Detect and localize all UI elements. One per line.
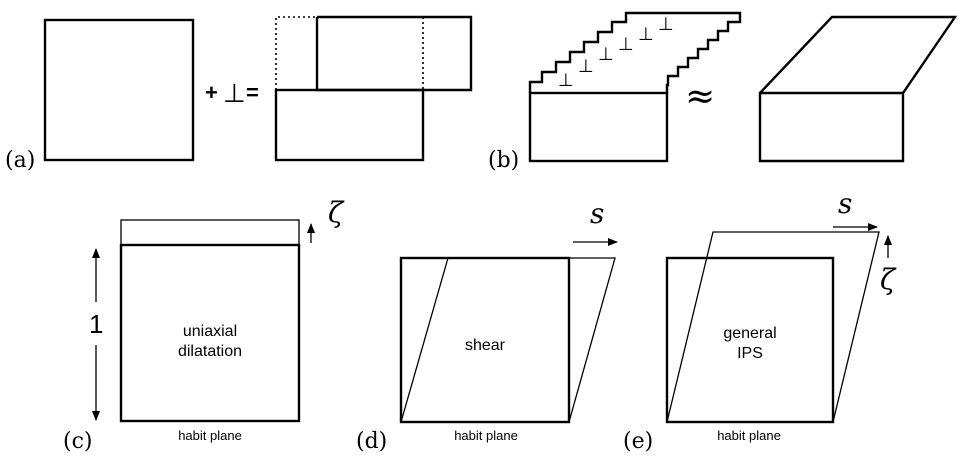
panel-e: (e) s ζ general IPS habit plane: [623, 187, 897, 454]
panel-b-label: (b): [488, 148, 519, 173]
panel-b-dislocation-1: ⊥: [558, 70, 574, 90]
panel-d-s: s: [590, 197, 604, 230]
panel-b-dislocation-6: ⊥: [658, 14, 674, 34]
panel-c-height-label: 1: [89, 309, 103, 339]
panel-d: (d) s shear habit plane: [356, 197, 618, 454]
panel-a-dotted-outline-left: [275, 16, 317, 90]
panel-d-habit-plane: habit plane: [454, 428, 518, 443]
panel-b-dislocation-4: ⊥: [618, 34, 634, 54]
panel-a-crystal-square: [43, 18, 195, 162]
panel-e-zeta: ζ: [880, 263, 897, 296]
panel-a-equals: =: [246, 80, 259, 105]
panel-b-dislocation-2: ⊥: [578, 56, 594, 76]
panel-a-upper-block: [315, 15, 473, 92]
panel-b-sheared-block: [758, 15, 958, 163]
panel-c-square: [119, 243, 301, 423]
panel-a-plus: +: [205, 80, 218, 105]
panel-a-dislocation-symbol: ⊥: [223, 78, 246, 108]
panel-d-label: (d): [356, 429, 387, 454]
panel-e-text-line1: general: [723, 325, 776, 342]
panel-c-label: (c): [63, 429, 93, 454]
panel-a-label: (a): [5, 148, 35, 173]
panel-b-approx-symbol: ≈: [685, 76, 715, 117]
panel-c-text-line2: dilatation: [178, 343, 242, 360]
panel-b: (b) ⊥ ⊥ ⊥ ⊥ ⊥ ⊥ ≈: [488, 11, 958, 173]
panel-e-ips-shape: [666, 231, 880, 423]
panel-d-text-line1: shear: [465, 337, 506, 354]
panel-e-label: (e): [623, 429, 653, 454]
panel-e-habit-plane: habit plane: [717, 428, 781, 443]
panel-c-dilation-outline: [120, 219, 300, 246]
panel-b-dislocation-3: ⊥: [598, 44, 614, 64]
panel-c-text-line1: uniaxial: [183, 323, 237, 340]
panel-b-lower-block: [528, 91, 669, 163]
panel-b-stepped-interface: [528, 11, 742, 93]
panel-a-lower-block: [274, 88, 425, 162]
panel-e-text-line2: IPS: [737, 345, 763, 362]
panel-e-s: s: [838, 187, 852, 220]
panel-c: (c) 1 ζ uniaxial dilatation habit plane: [63, 196, 345, 454]
panel-c-zeta: ζ: [328, 196, 345, 229]
panel-c-habit-plane: habit plane: [178, 428, 242, 443]
panel-b-dislocation-5: ⊥: [638, 24, 654, 44]
panel-d-sheared-shape: [400, 257, 616, 423]
panel-a: (a) + ⊥ =: [5, 15, 473, 173]
